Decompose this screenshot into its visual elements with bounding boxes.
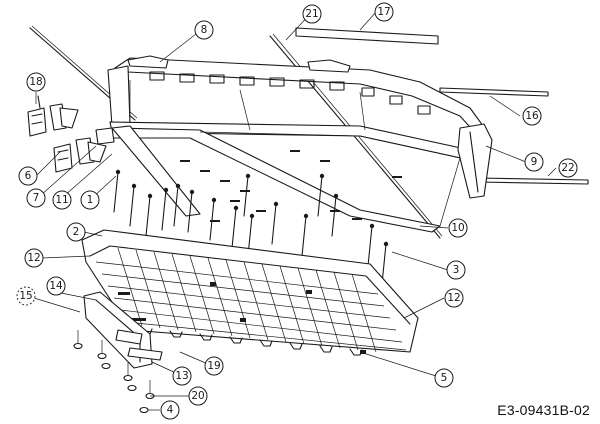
callout-8: 8 [194, 20, 214, 40]
callout-11: 11 [52, 190, 72, 210]
rod-22 [477, 177, 589, 185]
clip-parts [27, 95, 115, 173]
callout-17: 17 [374, 2, 394, 22]
diagram-reference-code: E3-09431B-02 [497, 402, 590, 418]
callout-15: 15 [16, 286, 36, 306]
callout-18-label: 18 [29, 76, 42, 88]
callout-22: 22 [558, 158, 578, 178]
callout-4: 4 [160, 400, 180, 420]
callout-19-label: 19 [207, 360, 220, 372]
callout-12a-label: 12 [27, 252, 40, 264]
callout-22-label: 22 [561, 162, 574, 174]
upper-frame [107, 55, 493, 233]
callout-6-label: 6 [25, 170, 32, 182]
callout-13-label: 13 [175, 370, 188, 382]
callout-19: 19 [204, 356, 224, 376]
callout-7-label: 7 [33, 192, 40, 204]
callout-12-left: 12 [24, 248, 44, 268]
callout-16-label: 16 [525, 110, 539, 122]
callout-10-label: 10 [451, 222, 464, 234]
callout-14-label: 14 [49, 280, 63, 292]
callout-5: 5 [434, 368, 454, 388]
callout-4-label: 4 [167, 404, 174, 416]
callout-3-label: 3 [453, 264, 460, 276]
rod-17 [295, 27, 439, 45]
callout-1-label: 1 [87, 194, 94, 206]
callout-13: 13 [172, 366, 192, 386]
callout-10: 10 [448, 218, 468, 238]
callout-5-label: 5 [441, 372, 448, 384]
callout-9: 9 [524, 152, 544, 172]
callout-20: 20 [188, 386, 208, 406]
callout-3: 3 [446, 260, 466, 280]
callout-2-label: 2 [73, 226, 80, 238]
callout-2: 2 [66, 222, 86, 242]
callout-21: 21 [302, 4, 322, 24]
callout-12-right: 12 [444, 288, 464, 308]
callout-16: 16 [522, 106, 542, 126]
callout-12b-label: 12 [447, 292, 460, 304]
callout-6: 6 [18, 166, 38, 186]
grid-plate [81, 229, 419, 356]
callouts: 8 21 17 16 9 22 10 3 12 5 18 6 7 11 1 2 … [16, 2, 578, 420]
callout-9-label: 9 [531, 156, 538, 168]
callout-14: 14 [46, 276, 66, 296]
callout-7: 7 [26, 188, 46, 208]
callout-8-label: 8 [201, 24, 208, 36]
callout-21-label: 21 [305, 8, 318, 20]
callout-11-label: 11 [55, 194, 68, 206]
callout-18: 18 [26, 72, 46, 92]
callout-20-label: 20 [191, 390, 204, 402]
callout-17-label: 17 [377, 6, 390, 18]
callout-1: 1 [80, 190, 100, 210]
callout-15-label: 15 [19, 290, 32, 302]
rod-16 [439, 87, 549, 97]
nuts-washers [73, 330, 155, 414]
bracket-assembly [83, 291, 163, 369]
